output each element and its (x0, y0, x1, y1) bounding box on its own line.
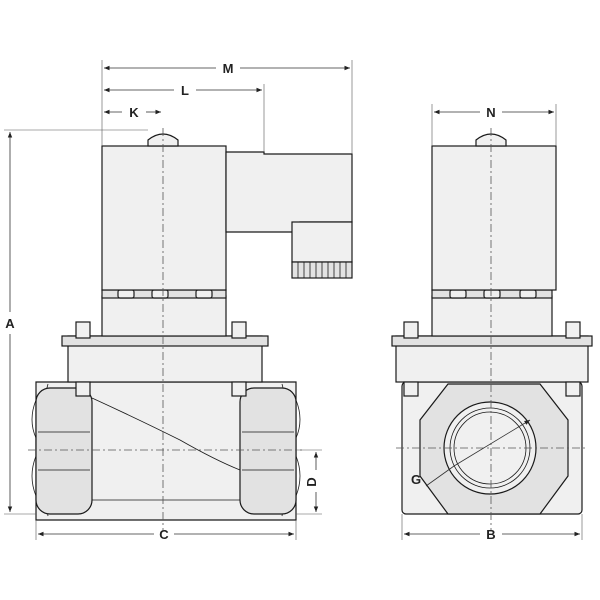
dim-label-n: N (486, 105, 495, 120)
dim-label-c: C (159, 527, 169, 542)
side-view (28, 128, 353, 530)
end-view (391, 128, 593, 530)
dim-label-g: G (411, 472, 421, 487)
dim-label-l: L (181, 83, 189, 98)
side-connector (225, 151, 353, 233)
dim-label-k: K (129, 105, 139, 120)
dim-label-d: D (304, 477, 319, 486)
dim-label-m: M (223, 61, 234, 76)
dimensions (4, 60, 583, 540)
dim-label-b: B (486, 527, 495, 542)
end-coil (431, 145, 557, 291)
side-coil (101, 145, 227, 291)
dim-label-a: A (5, 316, 15, 331)
